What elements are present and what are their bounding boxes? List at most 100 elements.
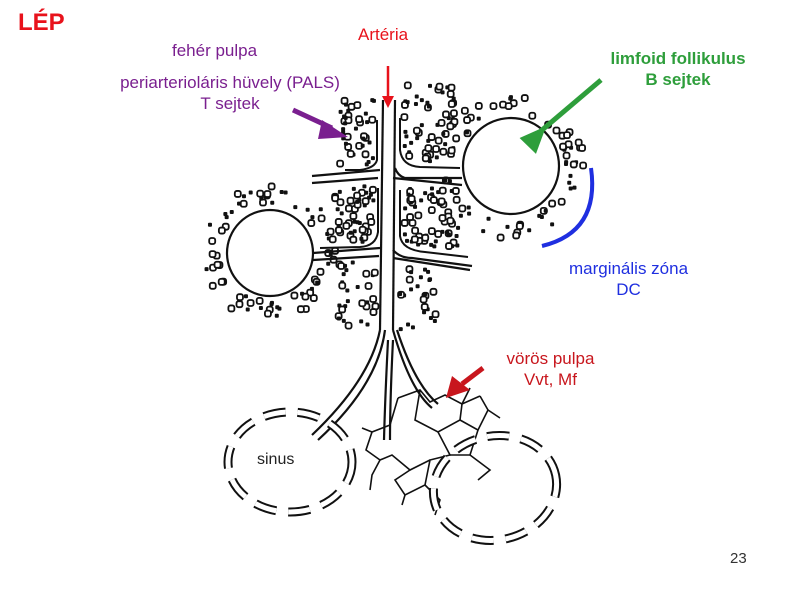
cell xyxy=(346,196,355,205)
cell xyxy=(449,188,454,193)
cell xyxy=(246,299,255,307)
cell xyxy=(405,100,410,105)
marginal-zone-arc xyxy=(541,167,595,248)
cell xyxy=(443,178,448,183)
cell xyxy=(486,216,491,221)
cell xyxy=(562,151,571,160)
cell xyxy=(402,232,407,237)
cell xyxy=(406,322,411,327)
cell xyxy=(515,222,524,231)
cell xyxy=(365,120,370,125)
cell xyxy=(418,275,423,280)
cell xyxy=(414,94,419,99)
cell xyxy=(362,203,367,208)
cell xyxy=(463,116,471,124)
cell xyxy=(361,150,370,159)
cell xyxy=(405,275,414,284)
cell xyxy=(474,102,483,110)
cell xyxy=(233,190,242,198)
cell xyxy=(410,325,415,330)
cell xyxy=(357,197,362,202)
cell xyxy=(446,122,455,131)
cell xyxy=(412,126,421,135)
cell xyxy=(344,321,353,330)
cell xyxy=(508,95,513,100)
cell xyxy=(317,214,326,223)
cell xyxy=(355,284,360,289)
cell xyxy=(344,268,349,273)
cell xyxy=(441,131,446,136)
cell xyxy=(403,206,408,211)
cell xyxy=(420,303,429,311)
cell xyxy=(341,130,346,135)
cell xyxy=(362,184,367,189)
cell xyxy=(366,160,371,165)
cell xyxy=(351,186,356,191)
label-arteria: Artéria xyxy=(358,25,409,44)
cell xyxy=(427,133,436,141)
cell xyxy=(528,111,537,120)
cell xyxy=(326,261,331,266)
cell xyxy=(460,106,469,115)
slide-title: LÉP xyxy=(18,9,65,36)
cell xyxy=(263,190,272,198)
label-follicle: limfoid follikulus B sejtek xyxy=(588,48,768,91)
cell xyxy=(296,305,305,314)
cell xyxy=(543,208,548,213)
cell xyxy=(409,270,414,275)
cell xyxy=(367,140,372,145)
cell xyxy=(346,149,355,158)
cell xyxy=(338,281,347,290)
lymphocyte-cells xyxy=(204,81,588,332)
cell xyxy=(481,229,486,234)
cell xyxy=(334,218,343,226)
cell xyxy=(359,319,364,324)
label-follicle-line1: limfoid follikulus xyxy=(610,49,746,68)
cell xyxy=(371,198,376,203)
cell xyxy=(275,305,280,310)
cell xyxy=(334,226,343,235)
cell xyxy=(224,215,229,220)
page-number: 23 xyxy=(730,550,747,567)
follicle-right xyxy=(461,116,561,216)
cell xyxy=(403,129,408,134)
cell xyxy=(305,207,310,212)
cell xyxy=(350,260,355,265)
cell xyxy=(504,102,513,111)
cell xyxy=(267,182,276,191)
label-follicle-line2: B sejtek xyxy=(645,70,711,90)
cell xyxy=(443,142,448,147)
cell xyxy=(447,83,456,92)
cell xyxy=(345,299,350,304)
cell xyxy=(235,300,244,309)
cell xyxy=(358,225,367,234)
label-pals: periarterioláris hüvely (PALS) T sejtek xyxy=(95,72,365,115)
cell xyxy=(400,219,409,227)
label-marginal-zone: marginális zóna DC xyxy=(556,258,701,301)
follicle-left xyxy=(225,208,315,298)
cell xyxy=(343,115,348,120)
label-red-pulp-line1: vörös pulpa xyxy=(506,349,595,368)
cell xyxy=(434,136,443,145)
cell xyxy=(427,206,436,215)
cell xyxy=(256,189,265,198)
cell xyxy=(428,83,433,88)
cell xyxy=(421,154,430,163)
cell xyxy=(353,191,361,200)
cell xyxy=(563,131,571,140)
cell xyxy=(437,118,446,127)
label-marginal-line1: marginális zóna xyxy=(568,259,689,278)
cell xyxy=(248,190,253,195)
cell xyxy=(370,268,379,277)
cell xyxy=(367,218,376,226)
cell xyxy=(369,295,378,303)
cell xyxy=(318,207,323,212)
cell xyxy=(259,196,264,201)
artery-tree xyxy=(311,99,473,441)
cell xyxy=(309,286,314,291)
cell xyxy=(293,205,298,210)
cell xyxy=(341,127,346,132)
cell xyxy=(428,316,433,321)
cell xyxy=(315,280,320,285)
